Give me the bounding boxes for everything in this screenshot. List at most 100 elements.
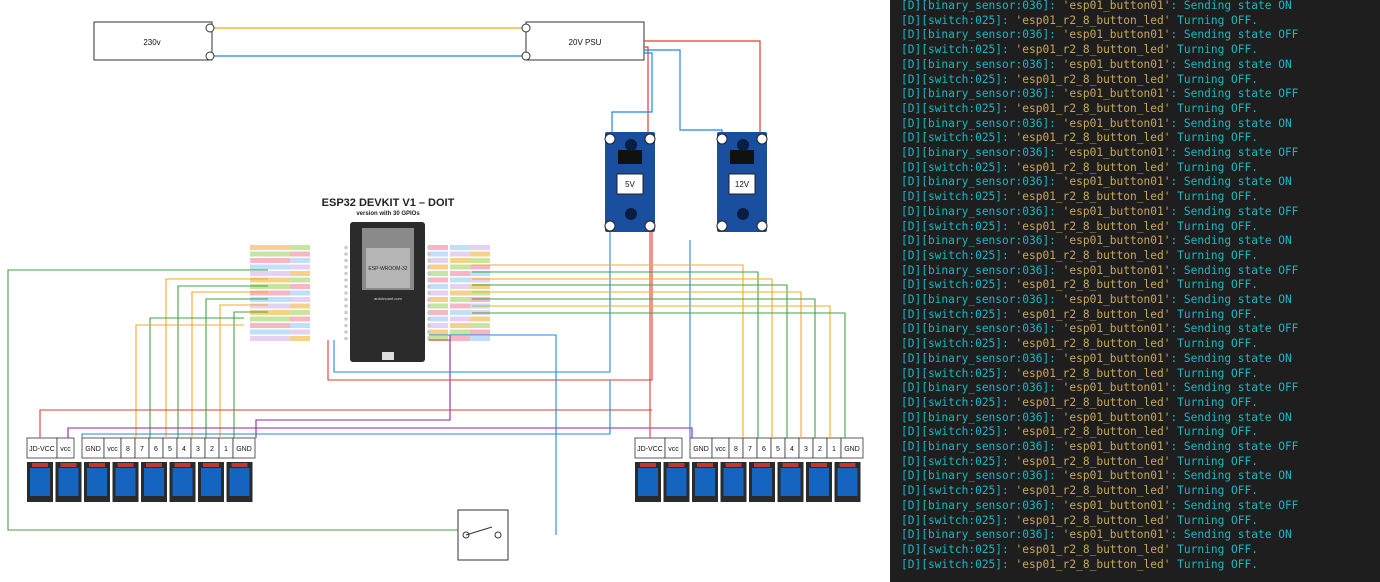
log-line: [D][binary_sensor:036]: 'esp01_button01'…: [901, 293, 1292, 307]
pin: [344, 278, 348, 282]
pin-label: [250, 245, 290, 250]
log-prefix: [D][binary_sensor:036]:: [901, 263, 1063, 277]
log-prefix: [D][switch:025]:: [901, 248, 1016, 262]
relay-coil: [115, 468, 136, 496]
pin: [427, 271, 431, 276]
pin-label: [290, 277, 310, 283]
pin-label: [470, 245, 490, 250]
relay-coil: [780, 468, 801, 496]
log-line: [D][switch:025]: 'esp01_r2_8_button_led'…: [901, 308, 1258, 322]
pin-label: [450, 251, 470, 257]
pin-label: [290, 297, 310, 302]
module-label: ESP-WROOM-32: [368, 266, 407, 272]
log-line: [D][binary_sensor:036]: 'esp01_button01'…: [901, 117, 1292, 131]
log-status: Turning OFF.: [1170, 395, 1258, 409]
relay-terminal: [811, 463, 827, 467]
wire: [472, 312, 846, 438]
log-prefix: [D][switch:025]:: [901, 513, 1016, 527]
log-status: Turning OFF.: [1170, 219, 1258, 233]
log-entity: 'esp01_r2_8_button_led': [1015, 557, 1171, 571]
log-status: : Sending state ON: [1170, 0, 1292, 12]
pin: [344, 258, 348, 263]
log-prefix: [D][binary_sensor:036]:: [901, 440, 1063, 453]
log-status: : Sending state ON: [1170, 469, 1292, 483]
pin-label: [428, 251, 448, 257]
wire: [39, 409, 652, 438]
pin-label: [290, 329, 310, 335]
relay-coil: [723, 468, 744, 496]
pin-label: [250, 329, 290, 335]
log-prefix: [D][binary_sensor:036]:: [901, 322, 1063, 336]
log-line: [D][binary_sensor:036]: 'esp01_button01'…: [901, 352, 1292, 366]
relay-terminal: [782, 463, 799, 467]
log-entity: 'esp01_r2_8_button_led': [1015, 72, 1171, 86]
terminal: [205, 51, 215, 61]
relay-terminal: [754, 463, 770, 467]
log-prefix: [D][switch:025]:: [901, 542, 1016, 556]
log-prefix: [D][binary_sensor:036]:: [901, 175, 1063, 189]
log-status: : Sending state OFF: [1170, 28, 1299, 42]
log-prefix: [D][binary_sensor:036]:: [901, 0, 1063, 12]
log-entity: 'esp01_button01': [1062, 234, 1171, 248]
pin-label: [290, 316, 310, 322]
log-entity: 'esp01_button01': [1062, 0, 1171, 12]
log-prefix: [D][binary_sensor:036]:: [901, 381, 1063, 395]
log-status: Turning OFF.: [1170, 131, 1258, 145]
relay-coil: [229, 468, 250, 496]
log-prefix: [D][switch:025]:: [901, 557, 1016, 571]
log-entity: 'esp01_button01': [1062, 440, 1171, 453]
pin-label: [290, 284, 310, 289]
wire: [81, 380, 611, 438]
relay-header-label: 1: [224, 446, 228, 453]
log-entity: 'esp01_r2_8_button_led': [1015, 366, 1171, 380]
wire: [429, 334, 557, 535]
log-status: : Sending state OFF: [1170, 204, 1299, 218]
log-entity: 'esp01_button01': [1062, 87, 1171, 101]
pin-label: [250, 284, 290, 289]
relay-header-label: GND: [693, 446, 709, 453]
mains-box: [93, 21, 213, 61]
wire: [472, 278, 773, 438]
pin-label: [250, 310, 290, 315]
pin: [427, 330, 431, 334]
log-line: [D][binary_sensor:036]: 'esp01_button01'…: [901, 234, 1292, 248]
pin-label: [428, 310, 448, 315]
log-entity: 'esp01_button01': [1062, 381, 1171, 395]
terminal: [521, 51, 531, 61]
psu-box: [525, 21, 645, 61]
log-line: [D][binary_sensor:036]: 'esp01_button01'…: [901, 0, 1292, 13]
log-status: Turning OFF.: [1170, 454, 1258, 468]
relay-board-left: [27, 462, 253, 502]
relay-header-label: vcc: [60, 446, 71, 453]
esp32-board: [350, 222, 425, 362]
log-entity: 'esp01_r2_8_button_led': [1015, 307, 1171, 321]
log-status: : Sending state OFF: [1170, 498, 1299, 512]
log-status: Turning OFF.: [1170, 337, 1258, 351]
log-prefix: [D][binary_sensor:036]:: [901, 204, 1063, 218]
pin: [344, 271, 348, 276]
log-entity: 'esp01_button01': [1062, 410, 1171, 424]
log-prefix: [D][switch:025]:: [901, 395, 1016, 409]
pin-label: [470, 258, 490, 263]
pin-label: [450, 264, 470, 270]
log-line: [D][binary_sensor:036]: 'esp01_button01'…: [901, 528, 1292, 542]
wire: [472, 264, 744, 438]
wire: [7, 269, 458, 531]
pin-label: [470, 329, 490, 335]
relay-header-label: 7: [140, 446, 144, 453]
pin-label: [428, 290, 448, 296]
pin-label: [450, 284, 470, 289]
log-line: [D][binary_sensor:036]: 'esp01_button01'…: [901, 322, 1298, 336]
log-prefix: [D][switch:025]:: [901, 131, 1016, 145]
wire: [149, 317, 244, 438]
relay-coil: [58, 468, 79, 496]
log-entity: 'esp01_r2_8_button_led': [1015, 160, 1171, 174]
relay-header-cell: [664, 437, 683, 459]
pin-label: [428, 245, 448, 250]
pin: [427, 258, 431, 263]
log-prefix: [D][switch:025]:: [901, 219, 1016, 233]
relay-coil: [666, 468, 687, 496]
log-status: Turning OFF.: [1170, 484, 1258, 498]
relay-terminal: [839, 463, 856, 467]
relay-coil: [201, 468, 221, 496]
